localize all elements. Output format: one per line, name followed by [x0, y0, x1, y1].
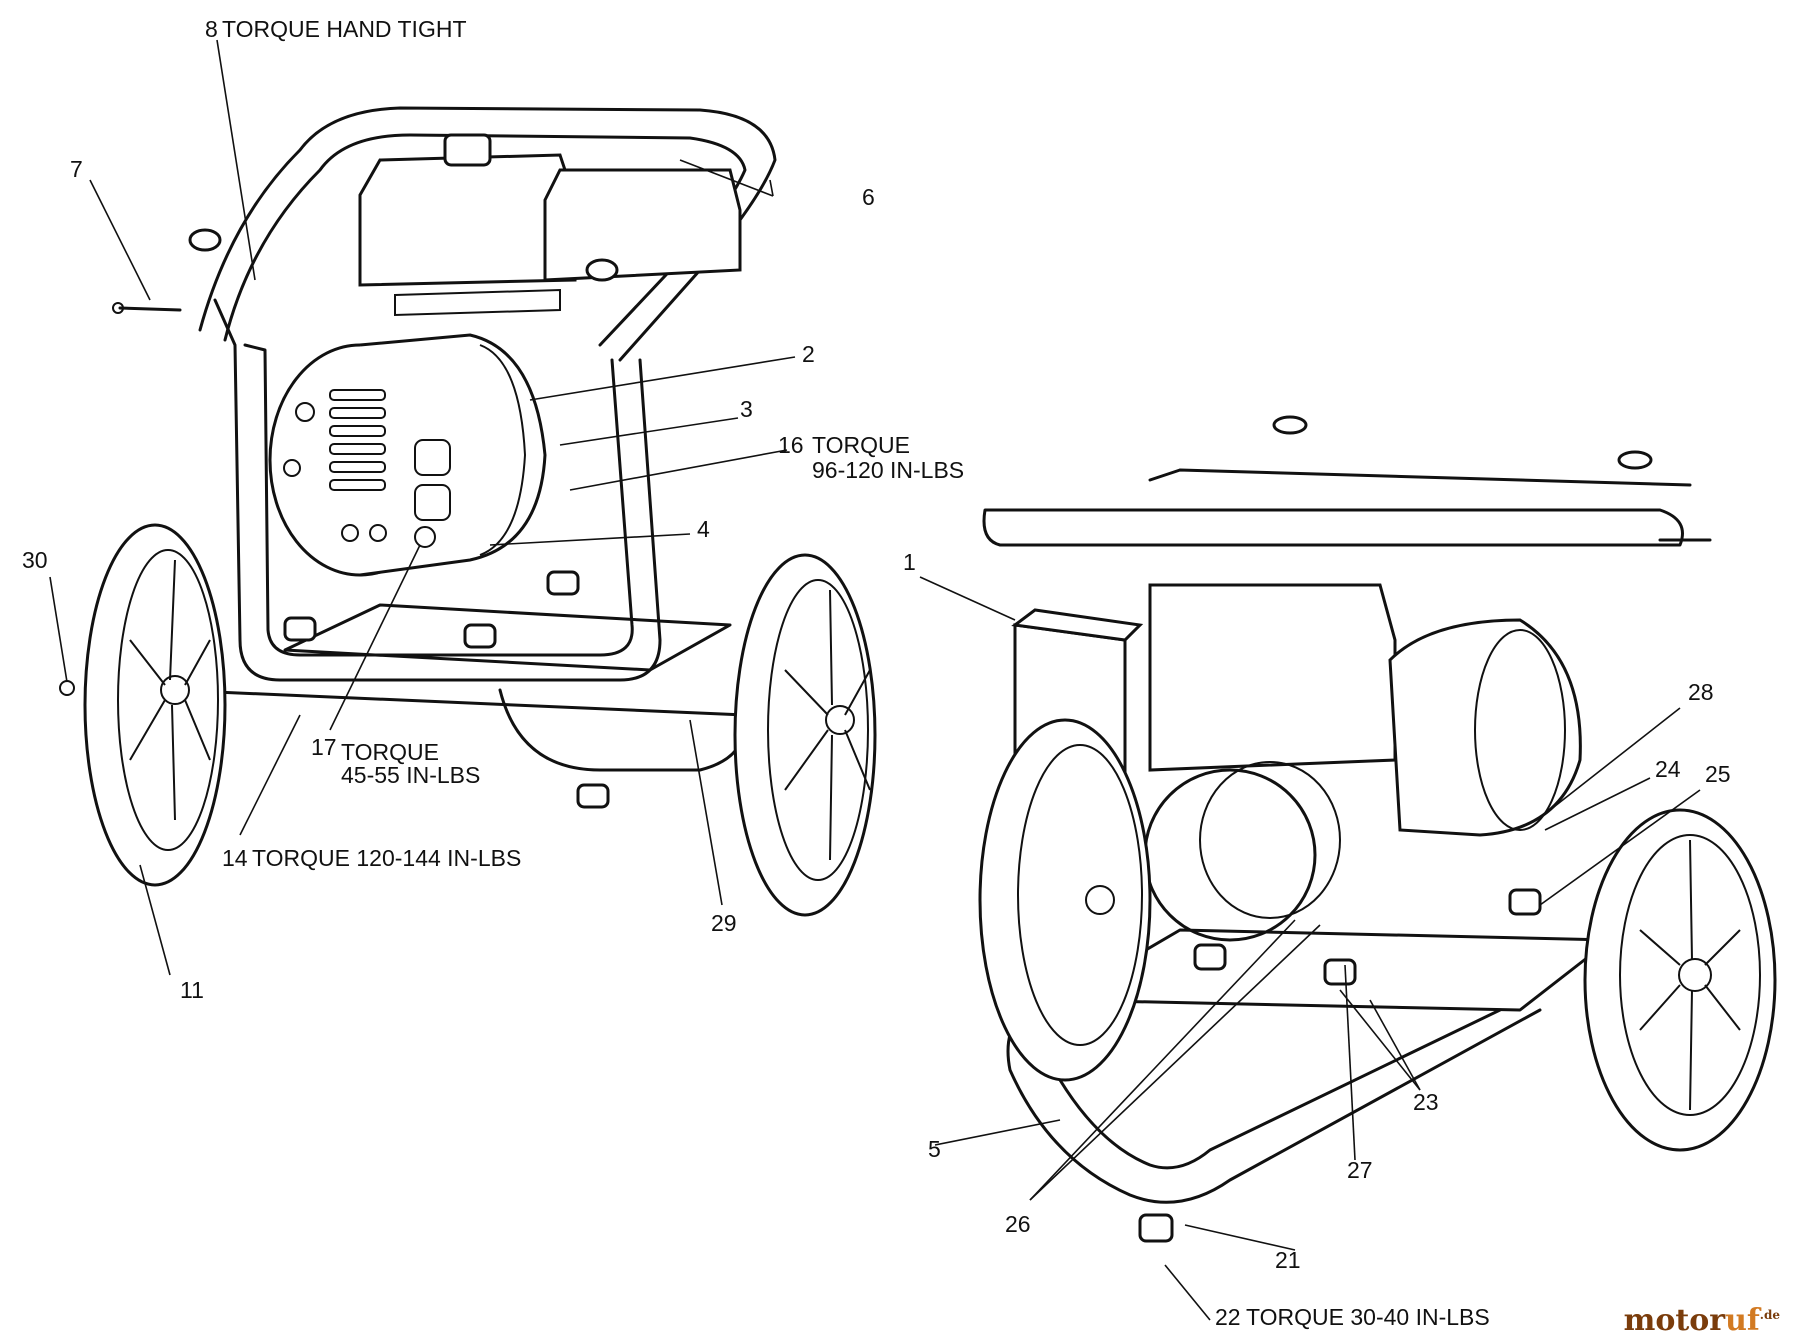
callout-30: 30	[22, 547, 48, 573]
callout-5: 5	[928, 1136, 941, 1162]
handle-frame-right	[982, 508, 1684, 547]
callout-21: 21	[1275, 1247, 1301, 1273]
callout-17-note-1: TORQUE	[341, 739, 439, 765]
left-wheel-left-assembly	[83, 523, 227, 887]
callout-22: 22	[1215, 1304, 1241, 1330]
callout-29: 29	[711, 910, 737, 936]
right-generator-assembly	[978, 415, 1777, 1243]
axle	[168, 688, 747, 717]
callout-2: 2	[802, 341, 815, 367]
right-wheel-left-assembly	[733, 553, 877, 917]
callout-14-note: TORQUE 120-144 IN-LBS	[252, 845, 521, 871]
callout-8-note: TORQUE HAND TIGHT	[222, 16, 467, 42]
callout-3: 3	[740, 396, 753, 422]
outlet-lower	[414, 484, 451, 521]
outlet-upper	[414, 439, 451, 476]
callout-17-note-2: 45-55 IN-LBS	[341, 762, 480, 788]
callout-11: 11	[180, 977, 204, 1003]
left-wheel-right-assembly	[978, 718, 1152, 1082]
callout-26: 26	[1005, 1211, 1031, 1237]
callout-22-note: TORQUE 30-40 IN-LBS	[1246, 1304, 1490, 1330]
callout-1: 1	[903, 549, 916, 575]
left-generator-assembly	[59, 106, 877, 917]
callout-14: 14	[222, 845, 248, 871]
callout-4: 4	[697, 516, 710, 542]
callout-16: 16	[778, 432, 804, 458]
callout-25: 25	[1705, 761, 1731, 787]
engine-block	[1148, 583, 1397, 772]
callout-6: 6	[862, 184, 875, 210]
leader-lines	[49, 39, 1701, 1321]
callout-24: 24	[1655, 756, 1681, 782]
alternator-right	[1388, 618, 1582, 837]
callout-27: 27	[1347, 1157, 1373, 1183]
callout-23: 23	[1413, 1089, 1439, 1115]
callout-17: 17	[311, 734, 337, 760]
callout-8: 8	[205, 16, 218, 42]
callout-28: 28	[1688, 679, 1714, 705]
callout-labels: 8 TORQUE HAND TIGHT 7 6 2 3 16 TORQUE 96…	[22, 16, 1731, 1330]
callout-16-note-2: 96-120 IN-LBS	[812, 457, 964, 483]
base-plate	[283, 603, 732, 672]
engine-fuel-tank	[358, 153, 577, 287]
right-wheel-right-assembly	[1583, 808, 1777, 1152]
watermark-logo: motoruf.de	[1623, 1303, 1780, 1338]
cooling-vents	[329, 389, 386, 491]
callout-16-note-1: TORQUE	[812, 432, 910, 458]
callout-7: 7	[70, 156, 83, 182]
